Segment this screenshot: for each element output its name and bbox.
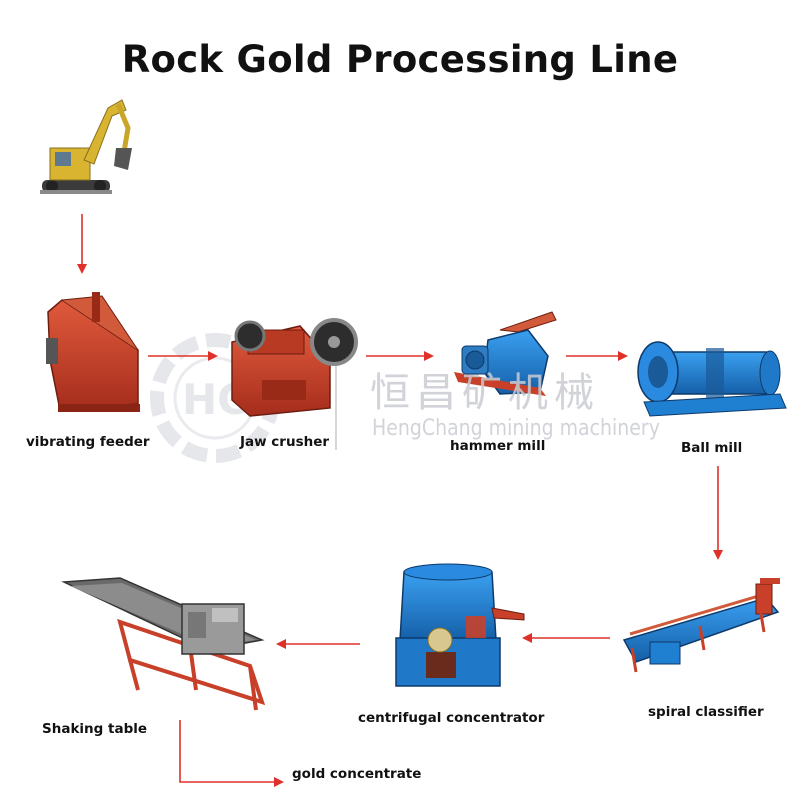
spiral-classifier-image — [622, 578, 780, 673]
label-gold-concentrate: gold concentrate — [292, 766, 422, 782]
label-centrifugal-concentrator: centrifugal concentrator — [358, 710, 545, 726]
watermark-chinese-text: 恒昌矿机械 — [370, 370, 600, 416]
page-title: Rock Gold Processing Line — [121, 38, 679, 81]
vibrating-feeder-image — [46, 292, 140, 412]
hammer-mill-image — [454, 311, 557, 396]
excavator-image — [40, 99, 132, 194]
label-vibrating-feeder: vibrating feeder — [26, 434, 150, 450]
label-spiral-classifier: spiral classifier — [648, 704, 764, 720]
jaw-crusher-image — [231, 318, 358, 417]
flow-arrows — [77, 214, 723, 787]
label-hammer-mill: hammer mill — [450, 438, 546, 454]
label-shaking-table: Shaking table — [42, 721, 148, 737]
watermark-english-text: HengChang mining machinery — [372, 416, 660, 441]
arrow-shaking-to-gold — [179, 720, 284, 787]
shaking-table-image — [61, 577, 266, 711]
label-ball-mill: Ball mill — [681, 440, 743, 456]
ball-mill-image — [637, 341, 787, 417]
label-jaw-crusher: Jaw crusher — [240, 434, 330, 450]
centrifugal-concentrator-image — [395, 563, 525, 687]
